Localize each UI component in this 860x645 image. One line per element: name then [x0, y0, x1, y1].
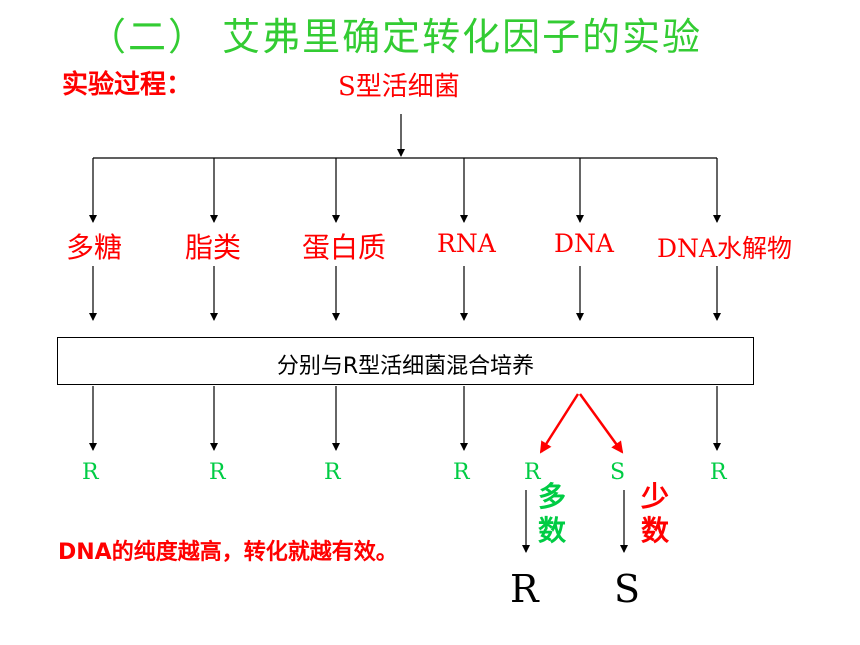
component-protein: 蛋白质	[302, 231, 387, 264]
result-2: R	[209, 460, 226, 485]
result-5-s: S	[610, 460, 626, 485]
process-label: 实验过程：	[62, 70, 193, 100]
result-5-r: R	[524, 460, 541, 485]
component-rna: RNA	[437, 229, 496, 258]
result-4: R	[453, 460, 470, 485]
minority-label: 少数	[640, 480, 669, 547]
majority-label: 多数	[537, 480, 566, 547]
final-r-label: R	[510, 567, 539, 611]
conclusion-text: DNA的纯度越高，转化就越有效。	[58, 540, 398, 565]
component-polysaccharide: 多糖	[66, 231, 123, 264]
split-arrow-r	[539, 393, 580, 454]
final-s-label: S	[614, 567, 641, 611]
component-dna-hydrolysate: DNA水解物	[657, 234, 792, 263]
mix-culture-label: 分别与R型活细菌混合培养	[276, 354, 535, 379]
split-arrow-s	[578, 393, 624, 454]
slide-title: （二） 艾弗里确定转化因子的实验	[88, 15, 703, 59]
component-lipid: 脂类	[185, 231, 242, 264]
component-dna: DNA	[554, 229, 614, 258]
result-6: R	[710, 460, 727, 485]
source-bacteria-label: S型活细菌	[338, 72, 460, 102]
mix-culture-box: 分别与R型活细菌混合培养	[57, 337, 754, 385]
result-1: R	[82, 460, 99, 485]
result-3: R	[324, 460, 341, 485]
